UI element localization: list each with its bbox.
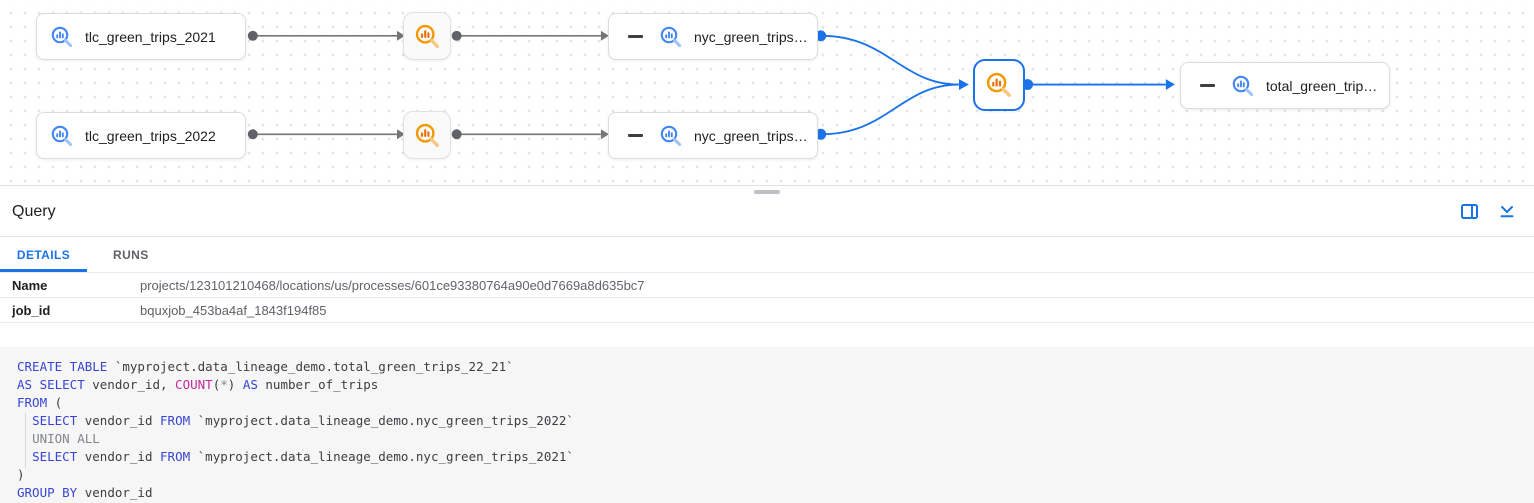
detail-row-job-id: job_id bquxjob_453ba4af_1843f194f85 xyxy=(0,298,1534,323)
query-process-icon xyxy=(986,72,1011,97)
table-node-nyc-green-trips-bottom[interactable]: nyc_green_trips… xyxy=(608,112,818,159)
bigquery-table-icon xyxy=(1232,74,1254,96)
collapse-minus-icon[interactable] xyxy=(628,134,643,137)
query-process-node-selected[interactable] xyxy=(973,59,1025,111)
table-node-tlc-green-trips-2021[interactable]: tlc_green_trips_2021 xyxy=(36,13,246,60)
table-node-label: total_green_trip… xyxy=(1266,77,1378,94)
collapse-minus-icon[interactable] xyxy=(1200,84,1215,87)
table-node-label: nyc_green_trips… xyxy=(694,28,808,45)
detail-row-name: Name projects/123101210468/locations/us/… xyxy=(0,273,1534,298)
query-process-node-2[interactable] xyxy=(403,111,451,159)
detail-value: bquxjob_453ba4af_1843f194f85 xyxy=(140,302,327,318)
detail-label: job_id xyxy=(12,302,51,318)
table-node-total-green-trips[interactable]: total_green_trip… xyxy=(1180,62,1390,109)
panel-title: Query xyxy=(12,202,56,220)
table-node-label: tlc_green_trips_2022 xyxy=(85,127,216,144)
collapse-minus-icon[interactable] xyxy=(628,35,643,38)
sql-code: CREATE TABLE `myproject.data_lineage_dem… xyxy=(17,359,574,500)
tab-runs[interactable]: RUNS xyxy=(113,247,149,262)
tab-details[interactable]: DETAILS xyxy=(0,237,87,272)
lineage-graph-canvas[interactable]: tlc_green_trips_2021 tlc_green_trips_202… xyxy=(0,0,1534,186)
open-side-panel-icon[interactable] xyxy=(1460,203,1478,221)
bigquery-table-icon xyxy=(660,124,682,146)
lineage-edges xyxy=(247,30,1175,140)
bigquery-table-icon xyxy=(51,25,73,47)
table-node-nyc-green-trips-top[interactable]: nyc_green_trips… xyxy=(608,13,818,60)
query-process-icon xyxy=(414,122,439,147)
query-process-icon xyxy=(414,23,439,48)
sql-code-block: CREATE TABLE `myproject.data_lineage_dem… xyxy=(0,347,1534,503)
detail-label: Name xyxy=(12,277,48,293)
detail-value: projects/123101210468/locations/us/proce… xyxy=(140,277,645,293)
panel-resize-handle[interactable] xyxy=(754,190,780,194)
code-indent-guide xyxy=(25,413,26,468)
query-details-panel: Query DETAILS RUNS xyxy=(0,187,1534,503)
bigquery-table-icon xyxy=(660,25,682,47)
panel-tabs: DETAILS RUNS xyxy=(0,237,1534,273)
bigquery-table-icon xyxy=(51,124,73,146)
table-node-label: tlc_green_trips_2021 xyxy=(85,28,216,45)
query-process-node-1[interactable] xyxy=(403,12,451,60)
table-node-tlc-green-trips-2022[interactable]: tlc_green_trips_2022 xyxy=(36,112,246,159)
table-node-label: nyc_green_trips… xyxy=(694,127,808,144)
collapse-panel-icon[interactable] xyxy=(1498,203,1516,221)
panel-header: Query xyxy=(0,187,1534,237)
